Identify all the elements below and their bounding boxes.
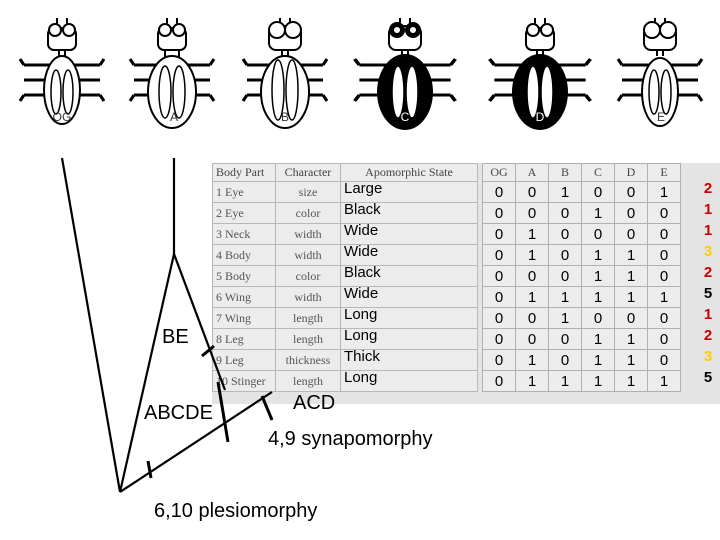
clade-label-acd: ACD xyxy=(293,392,335,415)
synapomorphy-label: 4,9 synapomorphy xyxy=(268,428,433,451)
plesiomorphy-label: 6,10 plesiomorphy xyxy=(154,500,317,523)
clade-label-be: BE xyxy=(162,326,189,349)
clade-label-abcde: ABCDE xyxy=(144,402,213,425)
cladogram-branches xyxy=(62,158,272,492)
